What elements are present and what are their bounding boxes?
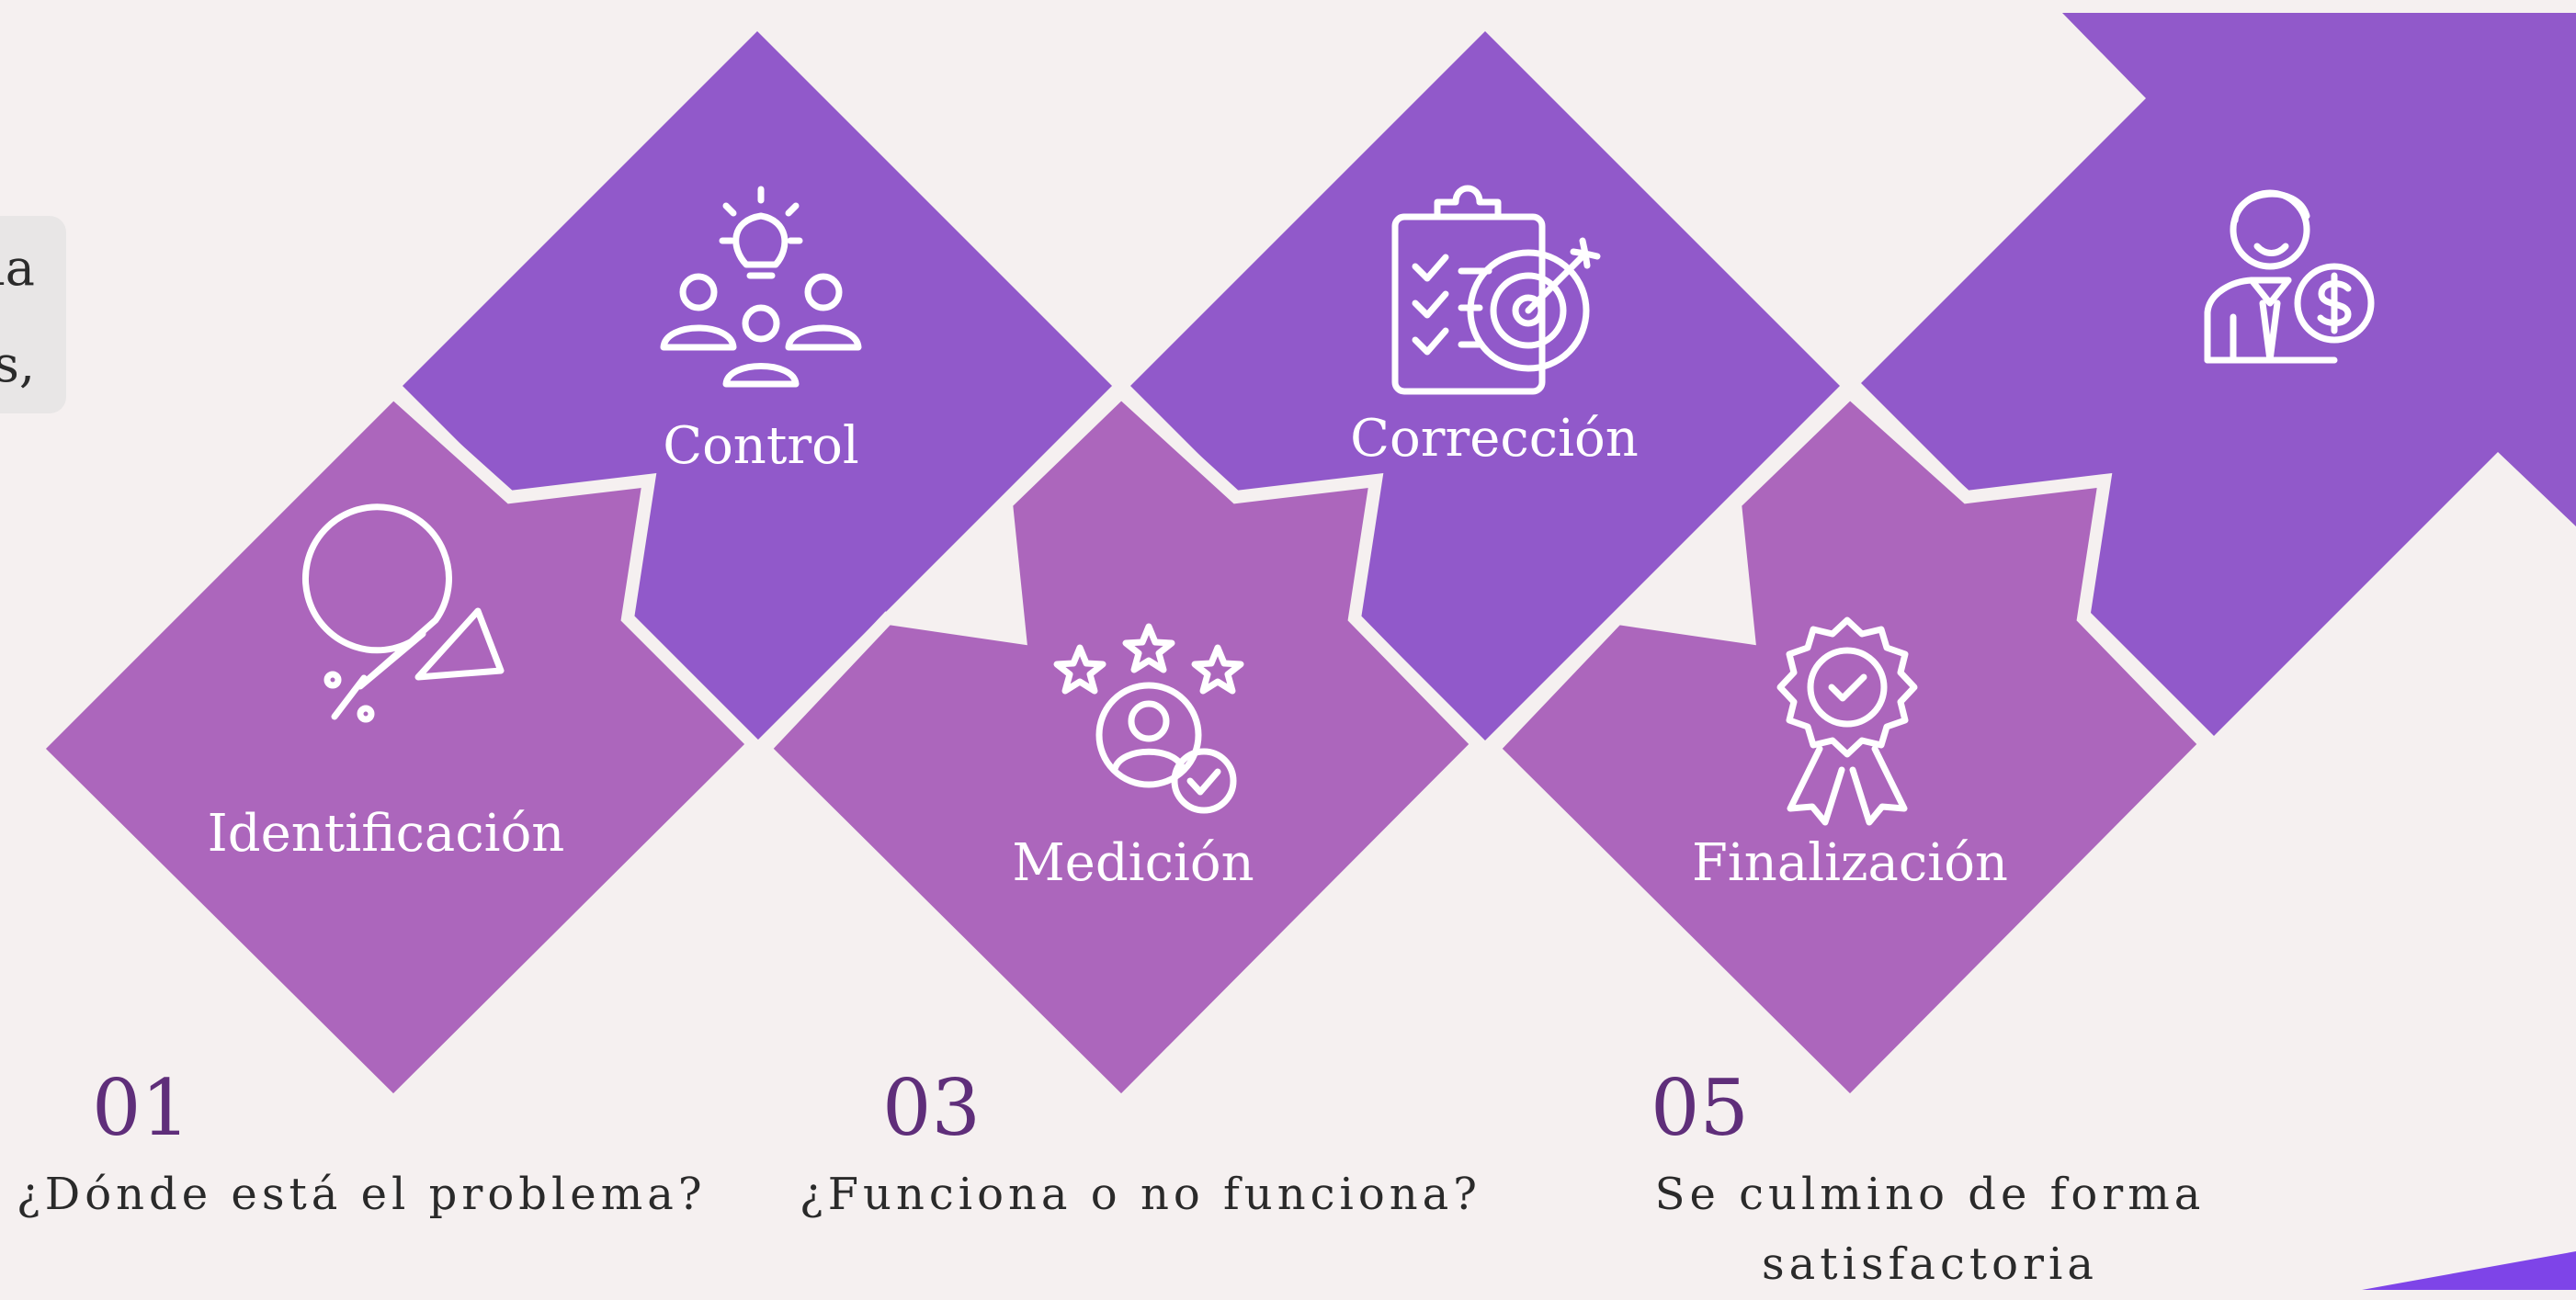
step-label-control: Control xyxy=(663,416,859,476)
partial-text-line1: la xyxy=(0,239,35,297)
step-caption-03: ¿Funciona o no funciona? xyxy=(800,1169,1482,1220)
user-rating-icon xyxy=(1053,623,1244,814)
step-label-medicion: Medición xyxy=(1012,833,1254,893)
pie-chart-percent-icon xyxy=(301,503,505,723)
step-caption-05-line1: Se culmino de forma xyxy=(1654,1169,2206,1220)
team-idea-icon xyxy=(660,186,862,388)
clipboard-target-icon xyxy=(1391,185,1601,395)
partial-text-line2: s, xyxy=(0,335,35,393)
step-diamond-finalizacion xyxy=(1484,383,2215,1112)
step-number-03: 03 xyxy=(882,1063,981,1153)
step-label-correccion: Corrección xyxy=(1350,409,1639,469)
step-label-identificacion: Identificación xyxy=(208,804,565,864)
step-caption-01: ¿Dónde está el problema? xyxy=(17,1169,707,1220)
step-number-05: 05 xyxy=(1651,1063,1749,1153)
step-diamond-medicion xyxy=(755,383,1487,1112)
businessman-money-icon xyxy=(2204,189,2375,364)
step-caption-05-line2: satisfactoria xyxy=(1762,1238,2098,1290)
award-badge-icon xyxy=(1776,616,1918,826)
partial-text-box: la s, xyxy=(0,216,66,413)
corner-accent xyxy=(2362,1251,2576,1290)
step-label-finalizacion: Finalización xyxy=(1692,833,2008,893)
step-diamond-identificacion xyxy=(28,383,763,1112)
step-number-01: 01 xyxy=(92,1063,190,1153)
